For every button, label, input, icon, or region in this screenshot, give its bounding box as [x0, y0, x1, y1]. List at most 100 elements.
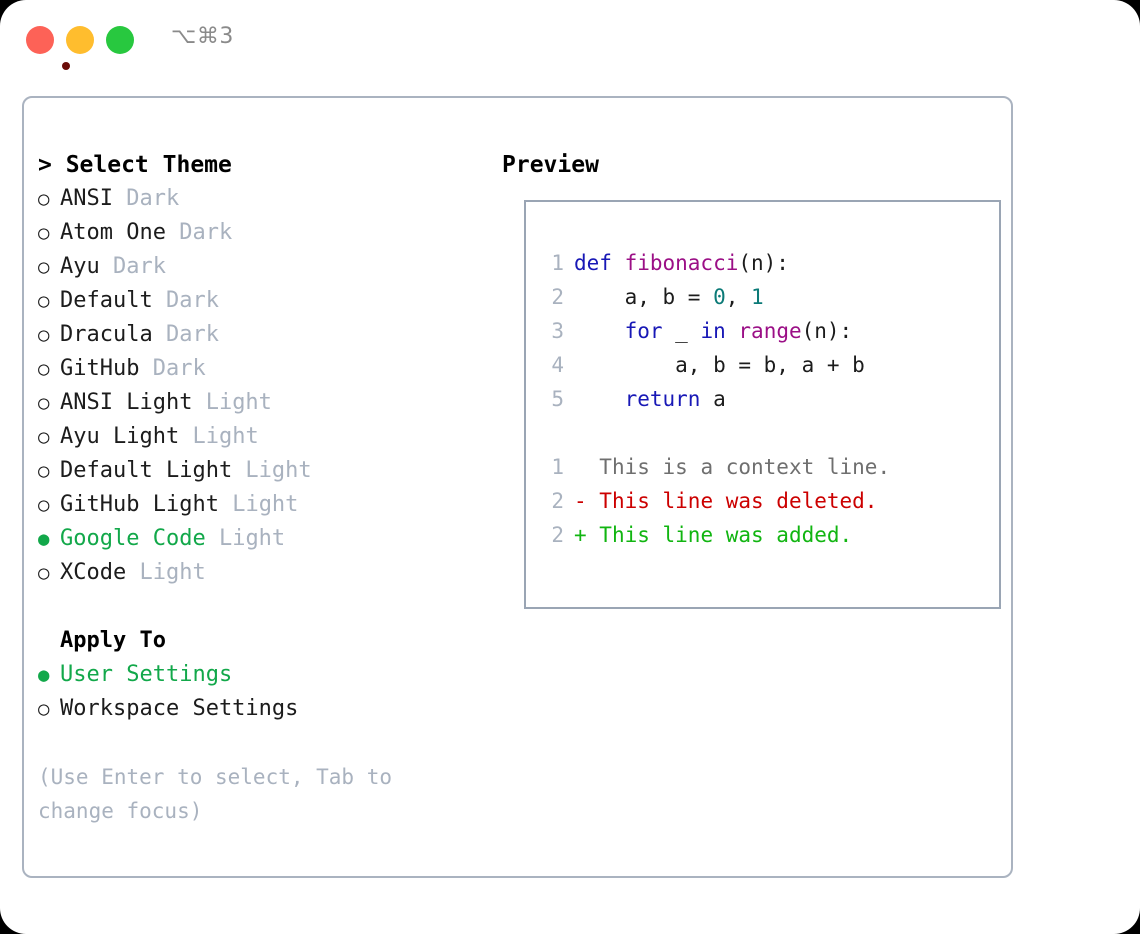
theme-list-item[interactable]: ○ Dracula Dark	[38, 318, 478, 352]
close-button[interactable]	[26, 26, 70, 70]
code-token: range	[738, 319, 802, 343]
radio-unselected-icon: ○	[38, 358, 50, 380]
diff-text: This is a context line.	[586, 455, 891, 479]
code-token: def	[574, 251, 625, 275]
theme-list-item[interactable]: ○ ANSI Dark	[38, 182, 478, 216]
theme-name: GitHub Light	[60, 492, 219, 517]
keyboard-shortcut-label: ⌥⌘3	[171, 24, 234, 49]
theme-list-item[interactable]: ○ Default Light Light	[38, 454, 478, 488]
code-token: ,	[725, 285, 752, 309]
theme-name: Default	[60, 288, 153, 313]
code-token: a, b =	[574, 285, 714, 309]
diff-text: This line was deleted.	[586, 489, 878, 513]
theme-name: ANSI	[60, 186, 113, 211]
code-token: in	[700, 319, 726, 343]
theme-kind-badge: Light	[179, 424, 259, 449]
code-line: 2 a, b = 0, 1	[538, 280, 993, 314]
line-number: 1	[551, 251, 564, 275]
code-token: 1	[751, 285, 764, 309]
theme-kind-badge: Light	[192, 390, 272, 415]
code-token: 0	[713, 285, 726, 309]
diff-marker	[574, 455, 587, 479]
theme-name: Default Light	[60, 458, 233, 483]
code-token: return	[624, 387, 701, 411]
code-token	[574, 319, 625, 343]
theme-name: GitHub	[60, 356, 140, 381]
theme-list-item[interactable]: ○ GitHub Light Light	[38, 488, 478, 522]
radio-unselected-icon: ○	[38, 460, 50, 482]
theme-list-item[interactable]: ○ Ayu Light Light	[38, 420, 478, 454]
minimize-button[interactable]	[66, 26, 94, 54]
diff-marker: +	[574, 523, 587, 547]
diff-line: 1 This is a context line.	[538, 450, 993, 484]
radio-unselected-icon: ○	[38, 188, 50, 210]
theme-list-item[interactable]: ○Ayu Dark	[38, 250, 478, 284]
radio-selected-icon: ●	[38, 664, 50, 686]
list-spacer	[38, 590, 478, 624]
line-number: 1	[551, 455, 564, 479]
line-number: 4	[551, 353, 564, 377]
theme-list-item[interactable]: ○ Default Dark	[38, 284, 478, 318]
theme-picker-panel: > Select Theme ○ANSI Dark○Atom One Dark○…	[22, 96, 1013, 878]
code-token: _	[662, 319, 701, 343]
theme-list-item[interactable]: ●Google Code Light	[38, 522, 478, 556]
radio-unselected-icon: ○	[38, 222, 50, 244]
radio-unselected-icon: ○	[38, 426, 50, 448]
recording-indicator-icon	[62, 62, 70, 70]
radio-selected-icon: ●	[38, 528, 50, 550]
radio-unselected-icon: ○	[38, 324, 50, 346]
theme-name: ANSI Light	[60, 390, 193, 415]
code-token: (n):	[801, 319, 853, 343]
code-diff-separator	[538, 416, 993, 450]
theme-name: Ayu Light	[60, 424, 180, 449]
radio-unselected-icon: ○	[38, 290, 50, 312]
theme-name: Dracula	[60, 322, 153, 347]
code-line: 4 a, b = b, a + b	[538, 348, 993, 382]
maximize-button[interactable]	[106, 26, 134, 54]
apply-to-label: User Settings	[60, 662, 233, 687]
theme-kind-badge: Dark	[152, 288, 219, 313]
theme-list-item[interactable]: ○XCode Light	[38, 556, 478, 590]
select-theme-title: > Select Theme	[38, 152, 232, 178]
radio-unselected-icon: ○	[38, 562, 50, 584]
code-token: (n):	[738, 251, 789, 275]
code-line: 3 for _ in range(n):	[538, 314, 993, 348]
theme-list-item[interactable]: ○Atom One Dark	[38, 216, 478, 250]
line-number: 2	[551, 489, 564, 513]
apply-to-list[interactable]: ● User Settings ○Workspace Settings	[38, 658, 478, 726]
theme-kind-badge: Light	[232, 458, 312, 483]
title-bar: ⌥⌘3	[0, 0, 1140, 78]
theme-selection-column: > Select Theme ○ANSI Dark○Atom One Dark○…	[38, 148, 478, 828]
apply-to-option[interactable]: ○Workspace Settings	[38, 692, 478, 726]
theme-kind-badge: Dark	[112, 186, 180, 211]
radio-unselected-icon: ○	[38, 256, 50, 278]
diff-line: 2- This line was deleted.	[538, 484, 993, 518]
theme-list-item[interactable]: ○GitHub Dark	[38, 352, 478, 386]
theme-kind-badge: Light	[218, 492, 299, 517]
line-number: 2	[551, 285, 564, 309]
code-token: a, b = b, a + b	[574, 353, 865, 377]
line-number: 5	[551, 387, 564, 411]
keyboard-hint-text: (Use Enter to select, Tab to change focu…	[38, 765, 405, 823]
diff-marker: -	[574, 489, 587, 513]
apply-to-option[interactable]: ● User Settings	[38, 658, 478, 692]
apply-to-label: Workspace Settings	[60, 696, 299, 721]
code-token	[726, 319, 739, 343]
code-line: 5 return a	[538, 382, 993, 416]
theme-name: Atom One	[60, 220, 166, 245]
radio-unselected-icon: ○	[38, 392, 50, 414]
diff-line: 2+ This line was added.	[538, 518, 993, 552]
theme-list[interactable]: ○ANSI Dark○Atom One Dark○Ayu Dark○Defaul…	[38, 182, 478, 590]
radio-unselected-icon: ○	[38, 494, 50, 516]
theme-kind-badge: Dark	[152, 322, 219, 347]
theme-name: Google Code	[60, 526, 206, 551]
code-token: for	[624, 319, 663, 343]
theme-list-item[interactable]: ○ ANSI Light Light	[38, 386, 478, 420]
line-number: 2	[551, 523, 564, 547]
